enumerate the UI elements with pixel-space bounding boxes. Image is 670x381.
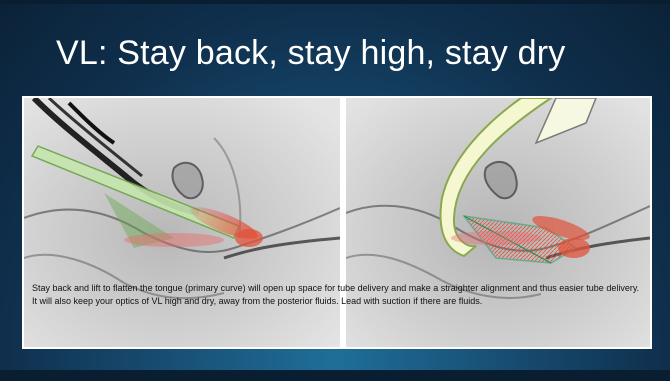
top-border — [0, 0, 670, 4]
xray-illustration-right — [346, 98, 650, 347]
xray-panel-right — [346, 98, 650, 347]
xray-panel-left — [24, 98, 340, 347]
xray-illustration-left — [24, 98, 340, 347]
slide-title: VL: Stay back, stay high, stay dry — [56, 34, 565, 73]
bottom-border — [0, 370, 670, 381]
slide-caption: Stay back and lift to flatten the tongue… — [32, 282, 644, 307]
xray-image-container: Stay back and lift to flatten the tongue… — [22, 96, 652, 349]
